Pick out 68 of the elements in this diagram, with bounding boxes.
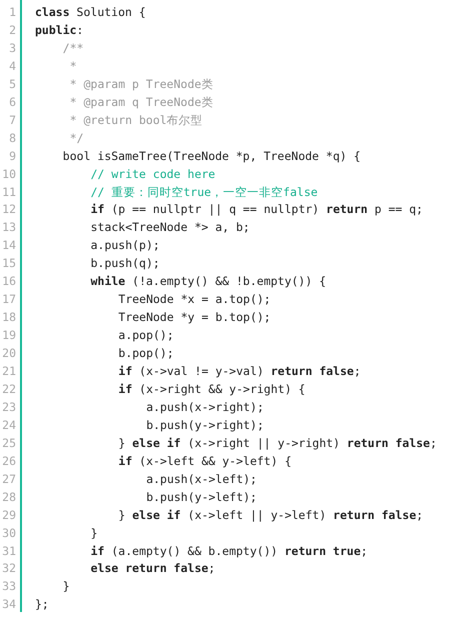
line-number: 3 [8,40,16,56]
code-line: a.push(p); [90,237,160,254]
line-number: 32 [1,560,16,576]
line-number: 7 [8,112,16,128]
code-line: else return false; [90,560,216,576]
code-comment: // 重要：同时空true，一空一非空false [90,184,318,200]
code-line: if (x->left && y->left) { [118,452,292,469]
code-line: if (x->val != y->val) return false; [118,363,361,379]
code-line: if (p == nullptr || q == nullptr) return p == q; [90,201,423,218]
code-comment: */ [70,130,84,146]
code-line: } [62,578,70,594]
code-line: bool isSameTree(TreeNode *p, TreeNode *q) { [62,148,361,164]
line-number: 30 [1,524,16,541]
line-number: 11 [1,184,16,200]
line-number: 16 [1,273,16,290]
code-line: a.pop(); [118,327,174,344]
code-line: b.push(y->left); [146,488,257,505]
code-comment: // write code here [90,166,216,182]
line-number: 2 [8,22,16,38]
code-line: class Solution { [35,4,146,20]
line-number: 20 [1,345,16,362]
line-number: 18 [1,309,16,326]
code-line: if (a.empty() && b.empty()) return true; [90,542,368,558]
code-line: if (x->right && y->right) { [118,380,306,397]
code-line: } [90,524,98,541]
line-number: 33 [1,578,16,594]
line-number: 19 [1,327,16,344]
line-number: 24 [1,416,16,433]
code-comment: * @return bool布尔型 [70,112,203,128]
line-number: 8 [8,130,16,146]
code-line: } else if (x->right || y->right) return false; [118,434,437,451]
line-number: 21 [1,363,16,379]
code-comment: /** [62,40,84,56]
line-number: 13 [1,219,16,236]
line-number: 28 [1,488,16,505]
line-number: 17 [1,291,16,308]
code-line: } else if (x->left || y->left) return false; [118,506,424,523]
line-number: 26 [1,452,16,469]
code-line: a.push(x->left); [146,470,257,487]
line-number: 23 [1,398,16,415]
code-line: b.pop(); [118,345,174,362]
line-number: 14 [1,237,16,254]
code-comment: * @param p TreeNode类 [70,76,214,92]
line-number: 9 [8,148,16,164]
code-comment: * @param q TreeNode类 [70,94,214,110]
line-number: 1 [8,4,16,20]
line-number: 22 [1,380,16,397]
line-number: 15 [1,255,16,272]
line-number: 31 [1,542,16,558]
code-line: }; [35,596,49,612]
code-line: b.push(q); [90,255,160,272]
line-number: 4 [8,58,16,74]
code-comment: * [70,58,77,74]
code-line: TreeNode *x = a.top(); [118,291,271,308]
line-number: 25 [1,434,16,451]
line-number: 27 [1,470,16,487]
code-line: while (!a.empty() && !b.empty()) { [90,273,326,290]
line-number: 12 [1,201,16,218]
line-number: 6 [8,94,16,110]
code-line: stack<TreeNode *> a, b; [90,219,250,236]
line-number: 34 [1,596,16,612]
line-number: 29 [1,506,16,523]
code-line: b.push(y->right); [146,416,264,433]
code-line: TreeNode *y = b.top(); [118,309,271,326]
code-line: a.push(x->right); [146,398,264,415]
line-number: 5 [8,76,16,92]
code-line: public: [35,22,84,38]
line-number: 10 [1,166,16,182]
